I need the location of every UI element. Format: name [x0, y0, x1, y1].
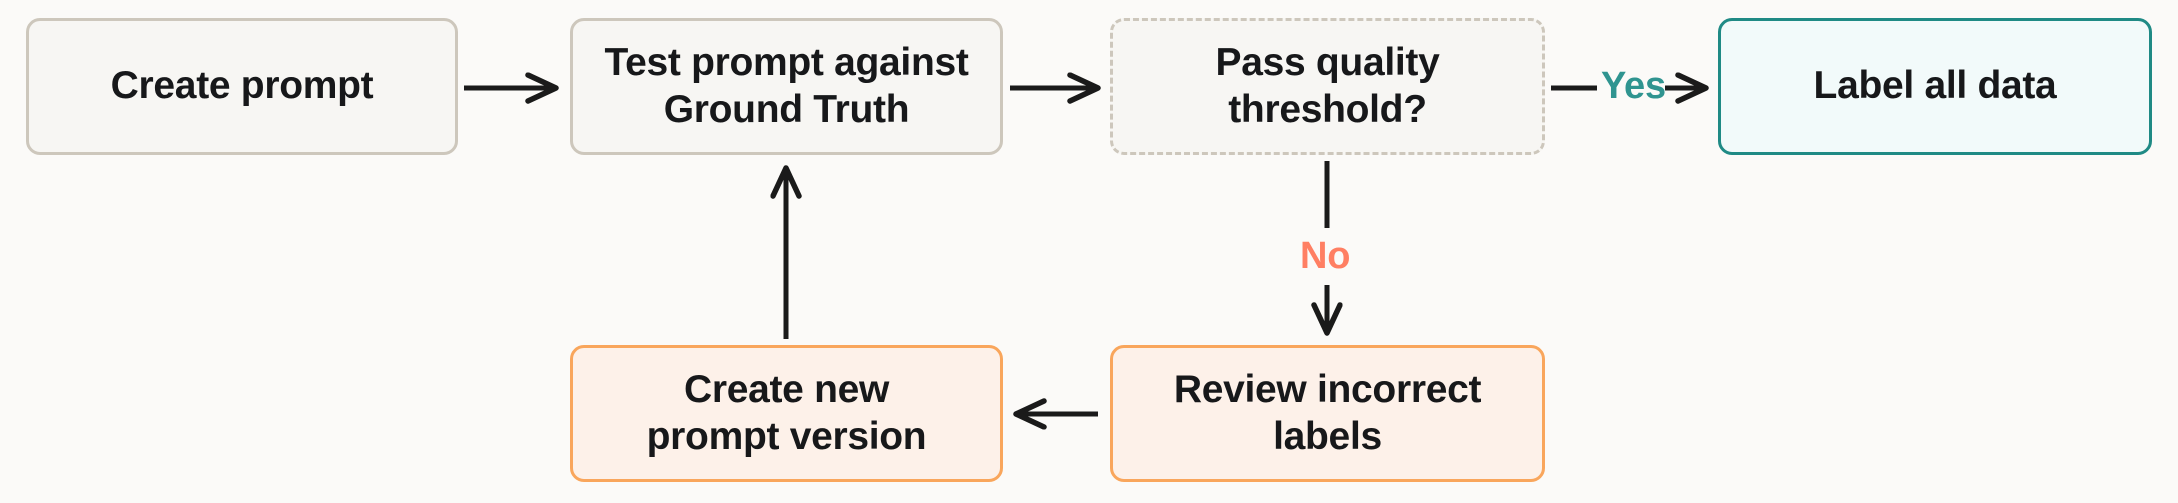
node-pass-quality-threshold[interactable]: Pass quality threshold? [1110, 18, 1545, 155]
node-review-incorrect-labels[interactable]: Review incorrect labels [1110, 345, 1545, 482]
node-create-prompt[interactable]: Create prompt [26, 18, 458, 155]
edge-label-yes: Yes [1601, 65, 1666, 107]
node-label-all-data[interactable]: Label all data [1718, 18, 2152, 155]
edge-label-no: No [1300, 235, 1351, 277]
node-test-prompt-against-ground-truth[interactable]: Test prompt against Ground Truth [570, 18, 1003, 155]
node-create-new-prompt-version[interactable]: Create new prompt version [570, 345, 1003, 482]
